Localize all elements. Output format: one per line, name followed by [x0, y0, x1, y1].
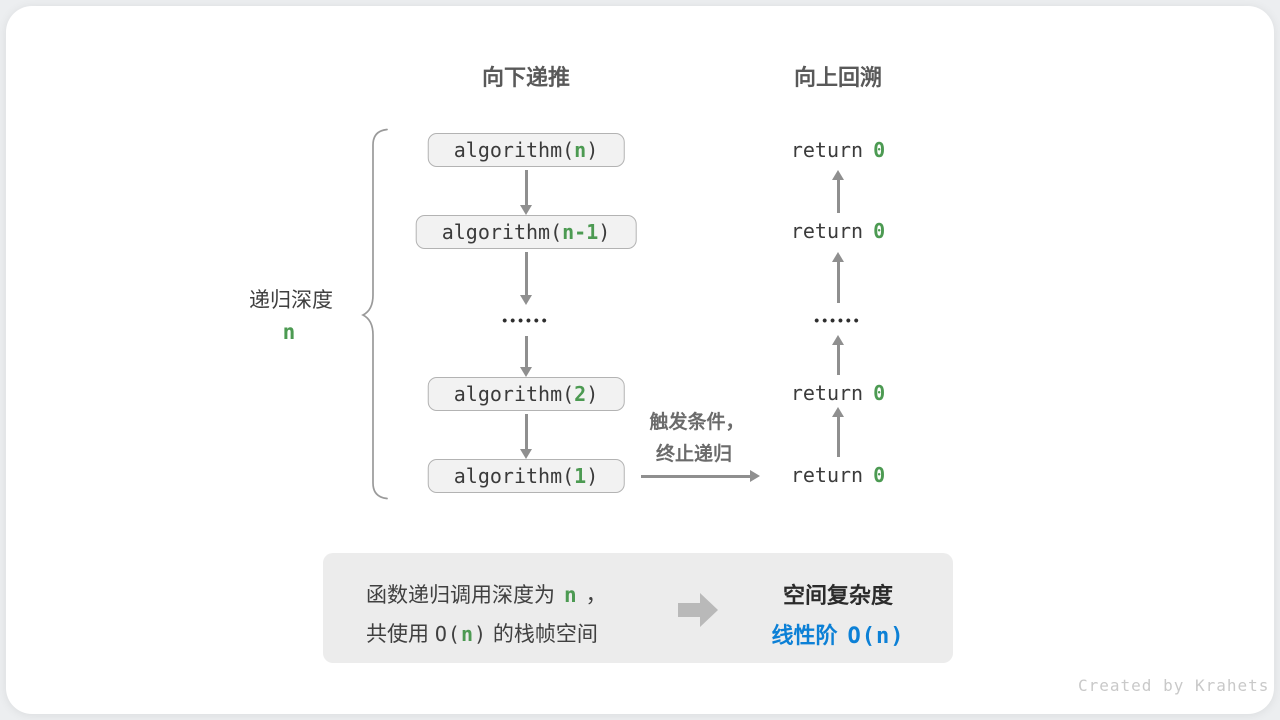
trigger-note-line2: 终止递归: [655, 444, 733, 465]
arrow-up-1: [836, 179, 840, 213]
return-line-2: return 0: [791, 220, 885, 242]
summary-line2-close-paren: ): [473, 622, 488, 646]
summary-line1-post: ，: [585, 584, 607, 607]
call-box-2-pre: algorithm(: [453, 382, 575, 406]
return-2-value: 0: [873, 219, 886, 243]
depth-value: n: [282, 320, 296, 344]
call-box-2: algorithm(2): [427, 377, 625, 411]
arrow-down-1: [524, 170, 528, 206]
trigger-note-line1: 触发条件，: [649, 412, 745, 433]
arrow-down-3: [524, 336, 528, 368]
summary-result-label: 线性阶: [771, 623, 838, 648]
return-2-keyword: return: [790, 219, 864, 243]
call-box-1-pre: algorithm(: [453, 464, 575, 488]
arrow-up-4: [836, 416, 840, 457]
arrow-up-3: [836, 344, 840, 375]
arrow-right-terminate: [641, 474, 751, 478]
implies-arrow-icon: [678, 593, 718, 627]
arrow-down-2: [524, 252, 528, 296]
call-box-n: algorithm(n): [427, 133, 625, 167]
call-stack-ellipsis: ••••••: [502, 312, 550, 328]
summary-line2-text-d: 的栈帧空间: [492, 623, 598, 646]
call-box-n-arg: n: [574, 138, 587, 162]
watermark-credit: Created by Krahets: [1078, 676, 1270, 695]
call-box-1: algorithm(1): [427, 459, 625, 493]
return-3-keyword: return: [790, 381, 864, 405]
call-box-n-1: algorithm(n-1): [415, 215, 637, 249]
summary-result: 线性阶 O(n): [772, 618, 905, 650]
summary-line-1: 函数递归调用深度为 n ，: [366, 579, 607, 609]
summary-line2-arg: n: [460, 622, 474, 646]
summary-line2-o-paren: O(: [434, 622, 461, 646]
return-line-3: return 0: [791, 382, 885, 404]
return-4-keyword: return: [790, 463, 864, 487]
call-box-n-pre: algorithm(: [453, 138, 575, 162]
call-box-1-arg: 1: [574, 464, 587, 488]
header-backtrack-up: 向上回溯: [793, 65, 883, 90]
call-box-n-1-arg: n-1: [562, 220, 599, 244]
summary-line1-arg: n: [564, 583, 577, 607]
return-4-value: 0: [873, 463, 886, 487]
return-3-value: 0: [873, 381, 886, 405]
depth-label: 递归深度: [249, 289, 333, 312]
summary-panel: [323, 553, 953, 663]
return-line-1: return 0: [791, 139, 885, 161]
summary-line2-text-a: 共使用: [366, 623, 429, 646]
return-line-4: return 0: [791, 464, 885, 486]
call-box-n-1-post: ): [598, 220, 611, 244]
arrow-up-2: [836, 261, 840, 303]
return-1-value: 0: [873, 138, 886, 162]
summary-title: 空间复杂度: [782, 583, 894, 608]
return-ellipsis: ••••••: [814, 312, 862, 328]
call-box-n-1-pre: algorithm(: [441, 220, 563, 244]
implies-arrow-shaft: [678, 603, 700, 617]
call-box-2-arg: 2: [574, 382, 587, 406]
call-box-2-post: ): [586, 382, 599, 406]
summary-result-value: O(n): [847, 624, 905, 649]
header-recurse-down: 向下递推: [481, 65, 571, 90]
summary-line-2: 共使用 O(n) 的栈帧空间: [366, 618, 598, 648]
call-box-n-post: ): [586, 138, 599, 162]
call-box-1-post: ): [586, 464, 599, 488]
implies-arrow-head: [700, 593, 718, 627]
summary-line1-pre: 函数递归调用深度为: [366, 584, 555, 607]
return-1-keyword: return: [790, 138, 864, 162]
arrow-down-4: [524, 414, 528, 450]
depth-brace: [361, 128, 388, 500]
